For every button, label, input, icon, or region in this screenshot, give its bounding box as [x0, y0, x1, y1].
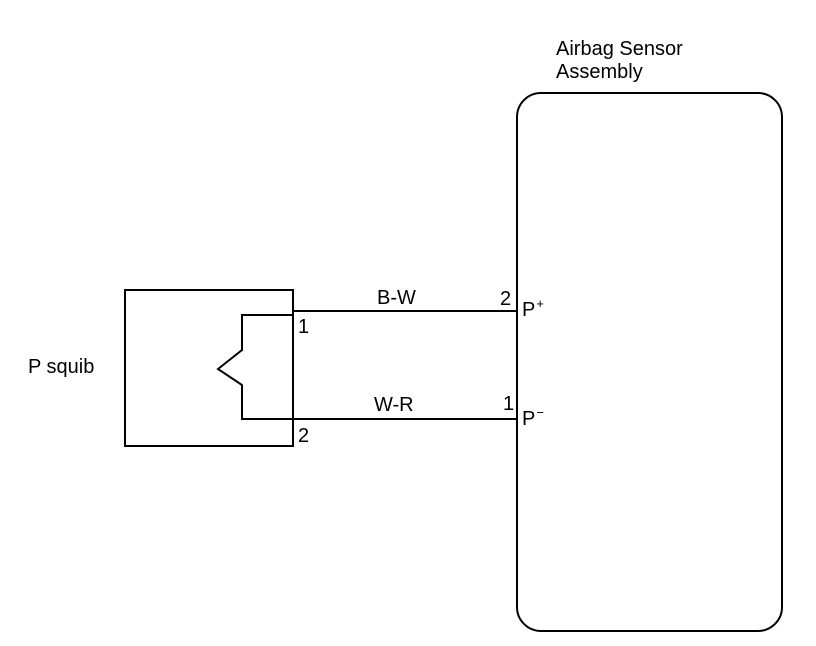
polarity-plus: +	[536, 296, 544, 311]
sensor-terminal-number-1: 1	[503, 393, 515, 415]
squib-element	[216, 314, 293, 420]
squib-box	[124, 289, 294, 447]
terminal-name: P	[522, 408, 536, 430]
wire-label-b-w: B-W	[377, 287, 416, 309]
sensor-terminal-p-minus: P−	[522, 405, 544, 430]
squib-terminal-2: 2	[298, 425, 310, 447]
polarity-minus: −	[536, 405, 544, 420]
sensor-terminal-number-2: 2	[500, 288, 512, 310]
sensor-title-line1: Airbag Sensor	[556, 38, 683, 60]
squib-label: P squib	[28, 356, 95, 378]
sensor-assembly-box	[516, 92, 783, 632]
sensor-title-line2: Assembly	[556, 61, 643, 83]
wire-label-w-r: W-R	[374, 394, 414, 416]
terminal-name: P	[522, 299, 536, 321]
sensor-terminal-p-plus: P+	[522, 296, 544, 321]
squib-terminal-1: 1	[298, 316, 310, 338]
